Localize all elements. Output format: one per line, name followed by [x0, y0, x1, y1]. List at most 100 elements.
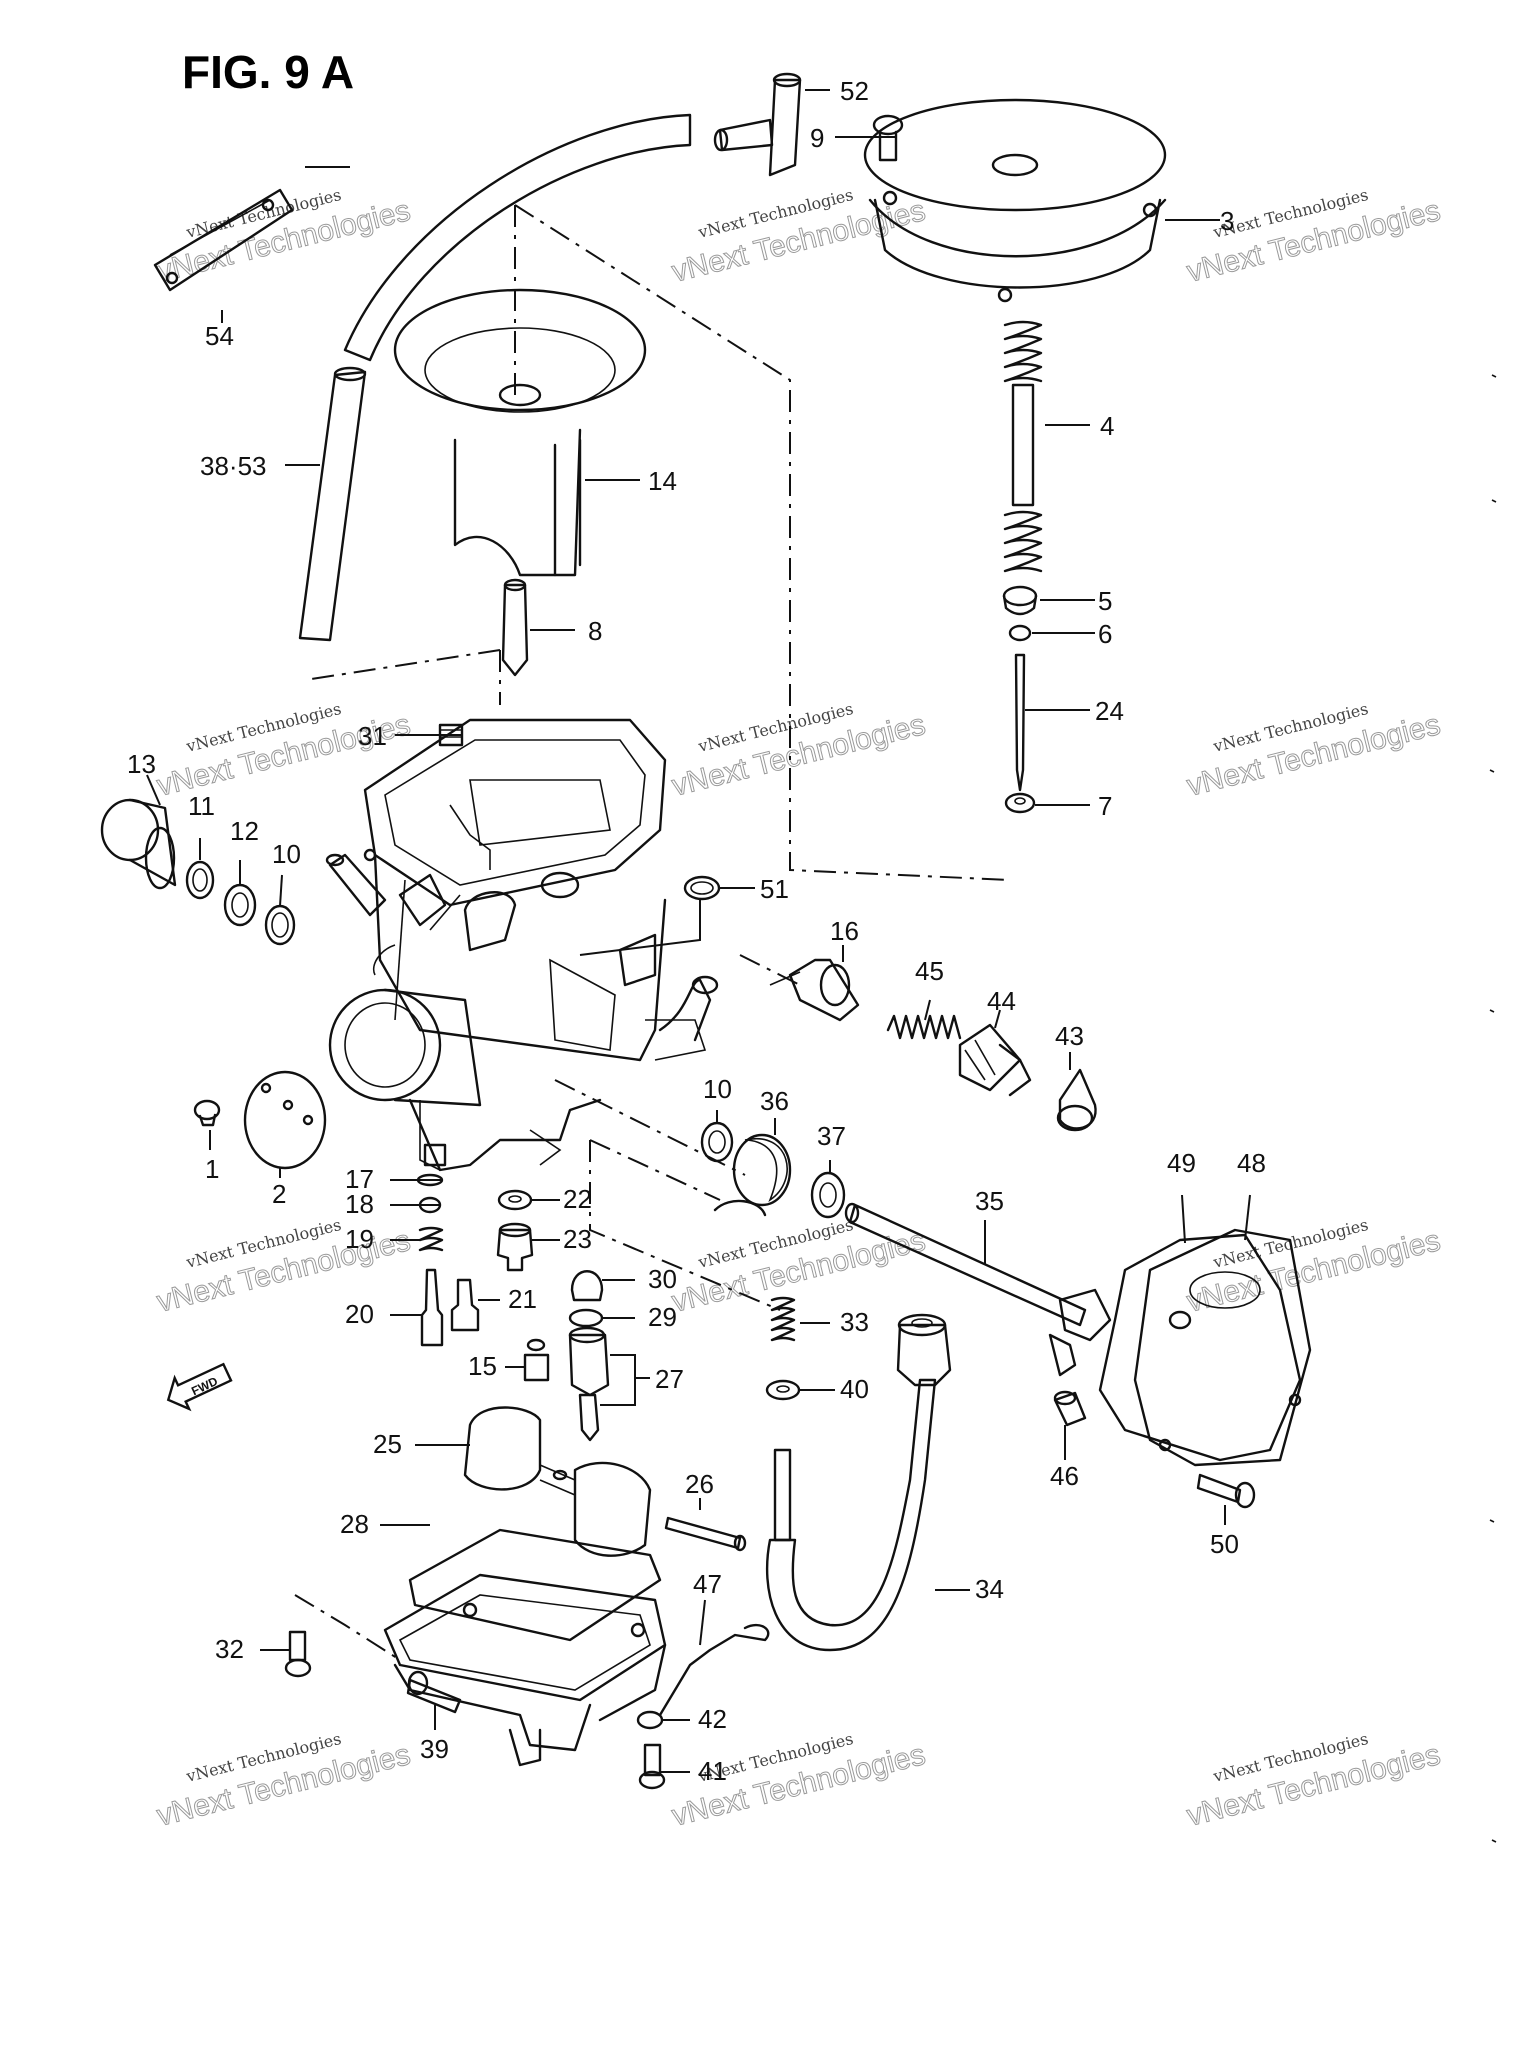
- callout-9: 9: [810, 123, 824, 153]
- callout-20: 20: [345, 1299, 374, 1329]
- callout-24: 24: [1095, 696, 1124, 726]
- callout-18: 18: [345, 1189, 374, 1219]
- part-6-clip: [1008, 624, 1032, 642]
- callout-21: 21: [508, 1284, 537, 1314]
- callout-5: 5: [1098, 586, 1112, 616]
- part-13-cap: [100, 798, 177, 890]
- part-22-washer: [497, 1189, 533, 1211]
- callout-30: 30: [648, 1264, 677, 1294]
- callout-42: 42: [698, 1704, 727, 1734]
- callout-48: 48: [1237, 1148, 1266, 1178]
- part-45-spring: [886, 1014, 962, 1040]
- part-28-gasket: [408, 1528, 662, 1642]
- part-20-screw: [420, 1268, 444, 1347]
- watermark-row-2: vNext Technologies vNext Technologies vN…: [153, 699, 1444, 803]
- part-40-washer: [765, 1379, 801, 1401]
- assembly-line-pilot: [554, 1079, 746, 1201]
- part-50-screw: [1196, 1473, 1256, 1509]
- part-33-spring: [770, 1296, 796, 1342]
- callout-52: 52: [840, 76, 869, 106]
- callout-8: 8: [588, 616, 602, 646]
- callout-19: 19: [345, 1224, 374, 1254]
- callout-51: 51: [760, 874, 789, 904]
- leader-lines: [146, 89, 1251, 1773]
- figure-title: FIG. 9 A: [182, 46, 354, 98]
- callout-3: 3: [1220, 206, 1234, 236]
- part-15-screw: [523, 1338, 550, 1382]
- part-29-o-ring: [568, 1308, 604, 1328]
- callout-22: 22: [563, 1184, 592, 1214]
- part-38-53-hose: [298, 113, 692, 642]
- assembly-line-16: [739, 954, 801, 986]
- callout-44: 44: [987, 986, 1016, 1016]
- part-12-washer: [223, 883, 257, 927]
- callout-15: 15: [468, 1351, 497, 1381]
- callout-49: 49: [1167, 1148, 1196, 1178]
- part-19-spring: [418, 1226, 444, 1252]
- part-35-shaft: [844, 1202, 1112, 1377]
- part-39-screw: [406, 1670, 462, 1714]
- callout-28: 28: [340, 1509, 369, 1539]
- scan-marks: [1489, 374, 1497, 1843]
- fwd-arrow: FWD: [166, 1362, 233, 1412]
- part-43-cap: [1056, 1068, 1097, 1132]
- callout-45: 45: [915, 956, 944, 986]
- part-24-jet-needle: [1014, 653, 1026, 792]
- callout-38-53: 38·53: [200, 451, 267, 481]
- part-5-retainer: [1002, 585, 1038, 616]
- float-bowl: [383, 1573, 667, 1767]
- callout-31: 31: [358, 721, 387, 751]
- callout-47: 47: [693, 1569, 722, 1599]
- callout-1: 1: [205, 1154, 219, 1184]
- callout-7: 7: [1098, 791, 1112, 821]
- callout-46: 46: [1050, 1461, 1079, 1491]
- callout-16: 16: [830, 916, 859, 946]
- assembly-lines: [294, 204, 1011, 1661]
- part-30-cap: [570, 1270, 604, 1302]
- callout-6: 6: [1098, 619, 1112, 649]
- part-21-jet: [450, 1278, 480, 1332]
- callout-40: 40: [840, 1374, 869, 1404]
- callout-4: 4: [1100, 411, 1114, 441]
- part-25-float: [463, 1406, 652, 1557]
- callout-36: 36: [760, 1086, 789, 1116]
- part-42-washer: [636, 1710, 664, 1730]
- part-27-needle-valve: [568, 1326, 610, 1442]
- part-16-plunger: [769, 958, 860, 1022]
- part-4-spring-rod: [1003, 320, 1043, 573]
- part-48-cover: [1133, 1228, 1312, 1467]
- callout-29: 29: [648, 1302, 677, 1332]
- part-32-screw: [284, 1630, 312, 1678]
- part-9-screw: [872, 114, 904, 162]
- callout-37: 37: [817, 1121, 846, 1151]
- part-7-washer: [1004, 792, 1036, 814]
- callout-17: 17: [345, 1164, 374, 1194]
- watermark-row-4: vNext Technologies vNext Technologies vN…: [153, 1729, 1444, 1833]
- part-36-spring: [713, 1133, 792, 1217]
- callout-23: 23: [563, 1224, 592, 1254]
- callout-39: 39: [420, 1734, 449, 1764]
- callout-25: 25: [373, 1429, 402, 1459]
- callout-54: 54: [205, 321, 234, 351]
- part-37-washer: [810, 1171, 846, 1219]
- assembly-line-screw: [304, 649, 501, 705]
- part-8-screw: [501, 578, 529, 677]
- callout-35: 35: [975, 1186, 1004, 1216]
- part-26-pin: [664, 1516, 747, 1552]
- callout-11: 11: [188, 791, 215, 821]
- part-47-spring-clip: [658, 1623, 770, 1717]
- part-51-o-ring: [683, 875, 721, 901]
- callout-43: 43: [1055, 1021, 1084, 1051]
- part-2-cover-plate: [243, 1070, 327, 1170]
- part-41-screw: [638, 1743, 666, 1790]
- part-52-t-fitting: [713, 72, 802, 177]
- part-46-collar: [1053, 1390, 1087, 1427]
- callout-14: 14: [648, 466, 677, 496]
- assembly-line-diaphragm: [514, 204, 1011, 881]
- assembly-line-float: [589, 1140, 781, 1311]
- callout-labels: 52 9 3 4 5 6 24 7 14 8 38·53 54 31 51 1 3…: [127, 76, 1266, 1786]
- callout-10-left: 10: [272, 839, 301, 869]
- part-23-jet: [496, 1222, 534, 1272]
- part-3-top-cover: [863, 98, 1167, 303]
